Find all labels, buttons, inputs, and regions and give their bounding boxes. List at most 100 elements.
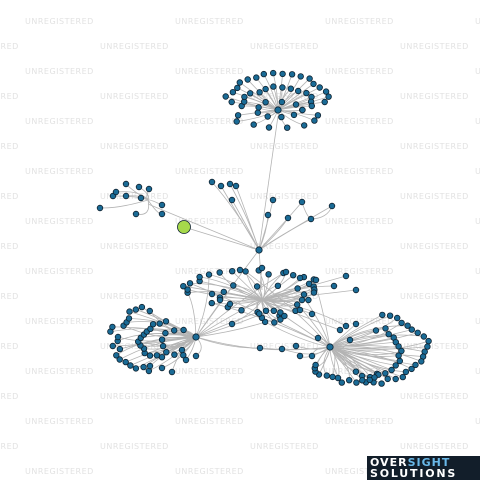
- graph-node[interactable]: [153, 352, 161, 359]
- graph-node[interactable]: [298, 296, 306, 304]
- graph-node[interactable]: [296, 306, 304, 314]
- graph-node[interactable]: [310, 80, 317, 88]
- graph-node[interactable]: [322, 88, 330, 95]
- graph-node[interactable]: [296, 352, 304, 360]
- graph-node[interactable]: [314, 334, 322, 342]
- graph-node[interactable]: [412, 361, 419, 369]
- graph-node[interactable]: [394, 314, 401, 322]
- graph-node[interactable]: [253, 74, 260, 81]
- graph-node[interactable]: [146, 352, 154, 359]
- graph-node[interactable]: [228, 98, 235, 106]
- graph-node[interactable]: [388, 366, 395, 374]
- graph-node[interactable]: [352, 286, 360, 294]
- graph-node[interactable]: [178, 346, 186, 354]
- graph-node[interactable]: [261, 318, 269, 326]
- graph-node[interactable]: [274, 282, 282, 289]
- graph-node[interactable]: [122, 192, 130, 200]
- graph-node[interactable]: [301, 122, 308, 129]
- graph-node[interactable]: [303, 89, 310, 97]
- graph-node[interactable]: [305, 296, 312, 304]
- graph-node[interactable]: [298, 198, 306, 206]
- graph-node[interactable]: [385, 331, 392, 338]
- graph-node[interactable]: [246, 90, 254, 97]
- graph-node[interactable]: [122, 180, 130, 188]
- graph-node[interactable]: [306, 75, 313, 82]
- graph-node[interactable]: [392, 362, 399, 369]
- graph-node[interactable]: [269, 196, 277, 204]
- graph-node[interactable]: [163, 349, 170, 356]
- graph-node[interactable]: [296, 274, 304, 282]
- graph-node[interactable]: [307, 215, 315, 223]
- graph-node[interactable]: [132, 365, 140, 372]
- graph-node[interactable]: [395, 343, 402, 350]
- graph-node[interactable]: [180, 283, 187, 290]
- graph-node[interactable]: [284, 214, 292, 222]
- graph-node[interactable]: [147, 325, 154, 332]
- graph-node[interactable]: [186, 280, 194, 287]
- graph-node[interactable]: [264, 113, 271, 120]
- graph-node[interactable]: [314, 112, 322, 119]
- graph-node[interactable]: [242, 268, 249, 275]
- graph-node[interactable]: [323, 372, 330, 379]
- graph-node[interactable]: [312, 361, 319, 369]
- graph-node[interactable]: [146, 362, 154, 370]
- graph-node[interactable]: [126, 308, 133, 315]
- graph-node[interactable]: [330, 282, 338, 290]
- graph-node[interactable]: [264, 211, 272, 219]
- graph-node[interactable]: [305, 280, 313, 287]
- graph-node[interactable]: [168, 368, 176, 376]
- graph-node[interactable]: [292, 101, 300, 108]
- graph-node[interactable]: [379, 311, 386, 319]
- graph-node[interactable]: [109, 342, 116, 350]
- graph-node[interactable]: [279, 84, 286, 91]
- graph-node[interactable]: [402, 368, 410, 376]
- graph-node[interactable]: [279, 70, 286, 78]
- graph-node[interactable]: [308, 352, 316, 360]
- graph-node[interactable]: [256, 89, 263, 96]
- graph-node[interactable]: [288, 71, 296, 78]
- graph-node[interactable]: [140, 363, 147, 371]
- graph-node[interactable]: [371, 374, 378, 381]
- graph-node[interactable]: [295, 87, 302, 95]
- graph-node[interactable]: [418, 358, 425, 365]
- graph-node[interactable]: [238, 307, 245, 314]
- graph-node[interactable]: [352, 368, 360, 375]
- graph-node[interactable]: [372, 327, 380, 334]
- graph-node[interactable]: [253, 283, 261, 290]
- graph-node[interactable]: [294, 285, 301, 292]
- graph-node[interactable]: [116, 356, 123, 363]
- graph-node[interactable]: [378, 380, 385, 387]
- graph-node[interactable]: [408, 365, 415, 373]
- graph-node[interactable]: [222, 93, 229, 100]
- graph-node[interactable]: [325, 93, 332, 100]
- graph-node[interactable]: [262, 98, 269, 106]
- graph-node[interactable]: [278, 98, 286, 106]
- graph-node[interactable]: [425, 337, 432, 345]
- graph-node[interactable]: [158, 336, 166, 343]
- graph-hub-node[interactable]: [274, 106, 282, 114]
- graph-node[interactable]: [180, 326, 187, 334]
- graph-node[interactable]: [414, 329, 421, 336]
- graph-node[interactable]: [299, 106, 306, 114]
- graph-node[interactable]: [113, 352, 120, 359]
- graph-hub-node[interactable]: [192, 333, 200, 341]
- graph-node[interactable]: [158, 364, 166, 372]
- graph-node[interactable]: [217, 182, 225, 190]
- graph-node[interactable]: [316, 84, 323, 91]
- graph-node[interactable]: [420, 333, 427, 340]
- graph-node[interactable]: [312, 276, 320, 284]
- graph-node[interactable]: [292, 342, 300, 350]
- graph-node[interactable]: [338, 379, 345, 386]
- graph-node[interactable]: [114, 333, 122, 341]
- graph-node[interactable]: [294, 301, 301, 308]
- graph-hub-node[interactable]: [326, 343, 334, 351]
- graph-node[interactable]: [336, 326, 344, 334]
- graph-node[interactable]: [170, 327, 178, 334]
- graph-node[interactable]: [236, 79, 243, 86]
- graph-node[interactable]: [270, 307, 277, 314]
- graph-node[interactable]: [132, 210, 140, 218]
- graph-node[interactable]: [300, 291, 308, 298]
- graph-node[interactable]: [228, 196, 236, 204]
- graph-node[interactable]: [258, 264, 266, 272]
- graph-node[interactable]: [265, 271, 272, 278]
